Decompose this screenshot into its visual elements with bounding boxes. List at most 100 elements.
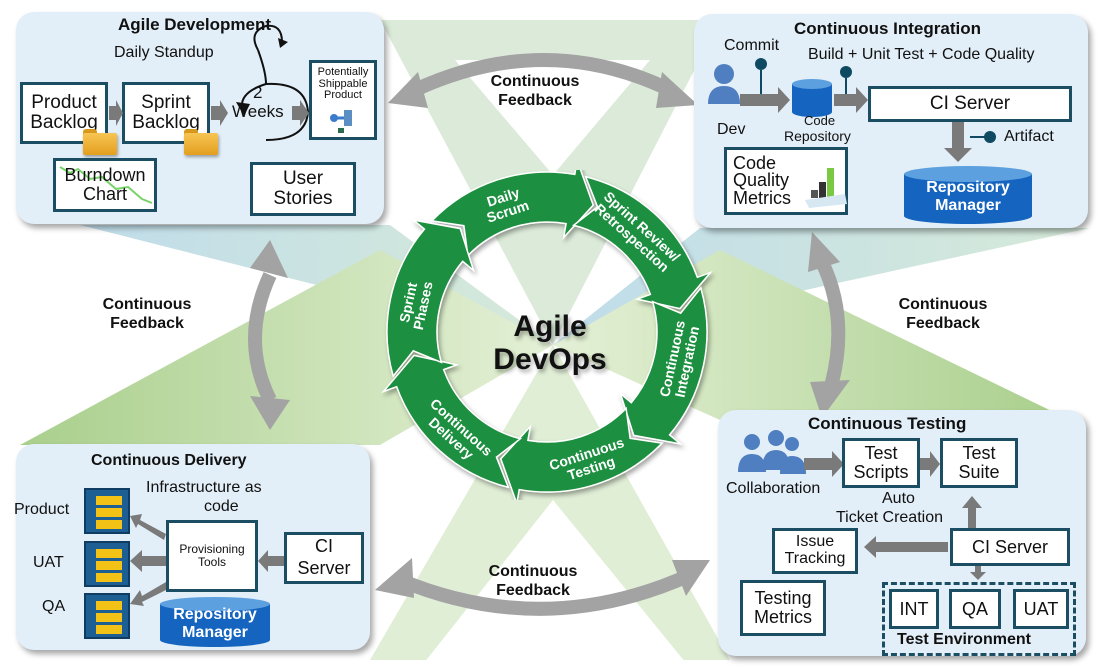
arrowhead — [250, 396, 290, 430]
ring-segment-arrow — [499, 406, 664, 500]
feedback-arrow-top — [412, 53, 674, 97]
weeks-number: 2 — [253, 83, 263, 102]
arrow-left-icon — [130, 550, 166, 572]
server-icon — [84, 488, 130, 534]
env-int-box: INT — [889, 589, 939, 629]
arrowhead — [375, 558, 414, 598]
iac-label-1: Infrastructure as — [146, 479, 262, 496]
test-environment-label: Test Environment — [897, 631, 1031, 648]
repository-manager-label: Repository Manager — [904, 179, 1032, 216]
panel-title: Continuous Delivery — [91, 452, 247, 469]
center-title-line2: DevOps — [493, 343, 607, 376]
build-marker-icon — [840, 66, 852, 78]
ci-server-box: CI Server — [868, 86, 1072, 122]
auto-ticket-label-2: Ticket Creation — [836, 509, 943, 526]
repository-manager-icon — [904, 166, 1032, 224]
repository-manager-line2: Manager — [182, 624, 248, 642]
burndown-chart-box: Burndown Chart — [53, 158, 157, 212]
burndown-chart-label: Burndown Chart — [64, 165, 146, 204]
ci-server-box: CI Server — [284, 532, 364, 584]
arrow-down-icon — [970, 565, 986, 580]
arrow-down-icon — [944, 122, 972, 162]
provisioning-tools-box: Provisioning Tools — [166, 520, 258, 592]
center-title: Agile DevOps — [470, 310, 630, 376]
auto-ticket-label-1: Auto — [882, 490, 915, 507]
arrowhead — [810, 380, 850, 418]
test-suite-box: Test Suite — [940, 438, 1018, 488]
qa-env-label: QA — [42, 598, 66, 615]
feedback-arrow-left — [248, 272, 277, 404]
test-environment-group: INT QA UAT Test Environment — [882, 582, 1076, 656]
code-repository-label-2: Repository — [784, 128, 851, 144]
feedback-label-right: Continuous Feedback — [898, 296, 988, 333]
ci-server-box: CI Server — [950, 528, 1070, 566]
issue-tracking-box: Issue Tracking — [772, 528, 858, 574]
burndown-line-icon — [59, 166, 153, 204]
cd-flow-arrows — [130, 514, 284, 647]
potentially-shippable-product-box: Potentially Shippable Product — [309, 60, 377, 140]
user-stories-box: User Stories — [250, 162, 356, 216]
env-uat-box: UAT — [1013, 589, 1069, 629]
feedback-label-left: Continuous Feedback — [102, 296, 192, 333]
dev-label: Dev — [717, 121, 746, 138]
uat-env-label: UAT — [33, 554, 64, 571]
ring-segment-arrow — [619, 286, 708, 446]
collaboration-people-icon — [738, 430, 806, 474]
ci-flow-graphics — [708, 58, 1032, 224]
arrow-right-icon — [292, 100, 309, 126]
product-network-icon — [330, 110, 352, 133]
panel-title: Continuous Integration — [794, 19, 981, 38]
feedback-label-top: Continuous Feedback — [490, 73, 580, 110]
arrow-down-left-icon — [130, 582, 166, 606]
arrow-right-icon — [920, 451, 940, 477]
feedback-arrow-bottom — [397, 568, 693, 616]
folder-icon — [83, 129, 117, 155]
panel-title: Continuous Testing — [808, 414, 967, 433]
arrow-right-icon — [211, 100, 228, 126]
repository-manager-label: Repository Manager — [160, 606, 270, 643]
continuous-delivery-panel: Continuous Delivery Infrastructure as co… — [14, 444, 370, 650]
arrowhead — [808, 232, 840, 272]
env-qa-box: QA — [949, 589, 1001, 629]
daily-standup-label: Daily Standup — [114, 44, 214, 61]
arrowhead — [250, 240, 288, 278]
feedback-arrow-right — [815, 258, 846, 392]
code-quality-metrics-label: Code Quality Metrics — [733, 152, 791, 208]
build-label: Build + Unit Test + Code Quality — [808, 46, 1035, 63]
arrowhead — [388, 72, 428, 108]
repository-manager-line1: Repository — [173, 606, 257, 623]
weeks-label: Weeks — [232, 102, 284, 121]
feedback-arrows — [248, 53, 846, 616]
process-arrows — [109, 100, 309, 126]
code-repository-label-1: Code — [804, 113, 836, 128]
feedback-label-bottom: Continuous Feedback — [488, 563, 578, 600]
repository-manager-line2: Manager — [935, 197, 1001, 215]
bg-wedge-top-inner — [455, 60, 650, 175]
ring-segment-arrow — [381, 354, 523, 489]
arrow-right-icon — [109, 100, 123, 126]
folder-icon — [184, 129, 218, 155]
continuous-integration-panel: Continuous Integration Commit Build + Un… — [694, 14, 1088, 228]
iac-label-2: code — [204, 498, 239, 515]
collaboration-label: Collaboration — [726, 480, 821, 497]
arrow-right-icon — [804, 451, 844, 477]
continuous-testing-panel: Continuous Testing Collaboration Test Sc… — [718, 410, 1086, 656]
repository-manager-line1: Repository — [926, 179, 1010, 196]
commit-marker-icon — [755, 58, 767, 70]
server-icon — [84, 541, 130, 587]
developer-icon — [708, 64, 740, 104]
commit-label: Commit — [724, 37, 780, 54]
arrow-right-icon — [740, 87, 790, 113]
arrow-left-icon — [864, 536, 948, 558]
repository-manager-icon — [160, 597, 270, 647]
code-repository-icon — [792, 79, 832, 117]
testing-metrics-box: Testing Metrics — [740, 580, 826, 636]
server-icon — [84, 593, 130, 639]
arrow-left-icon — [258, 550, 284, 572]
ring-segment-arrow — [571, 175, 713, 310]
bg-wedge-bottom — [370, 345, 730, 660]
bg-wedge-bottom-inner — [420, 500, 690, 668]
test-scripts-box: Test Scripts — [842, 438, 920, 488]
shippable-label: Potentially Shippable Product — [317, 66, 369, 102]
